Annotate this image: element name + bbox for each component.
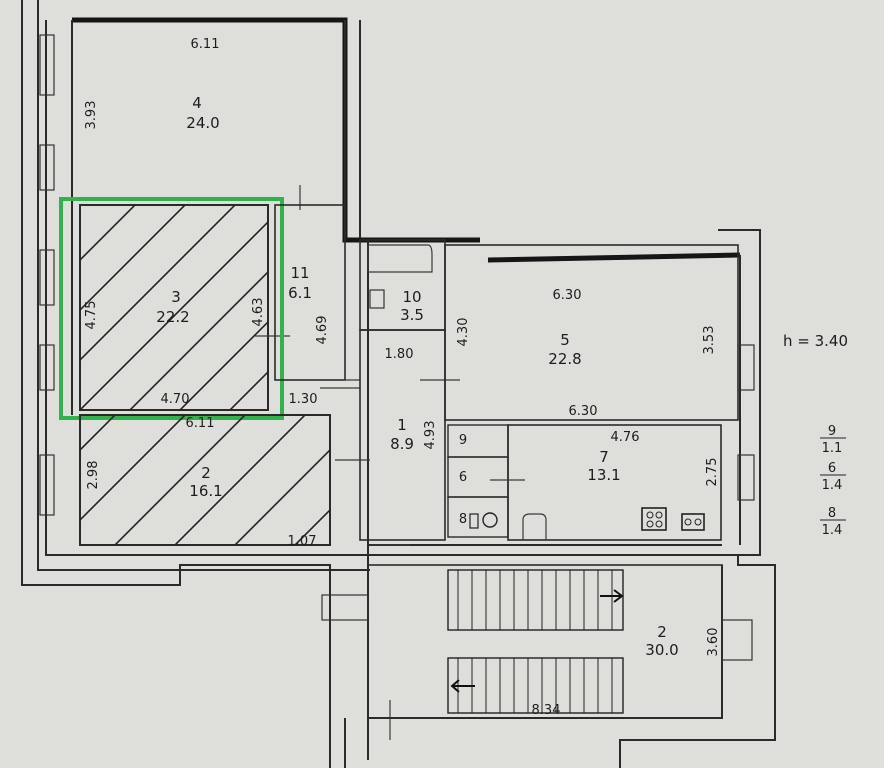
room-2: [79, 414, 331, 546]
room-4-number: 4: [192, 94, 202, 112]
toilet-icon: [482, 512, 498, 528]
dimension-labels: 6.11 3.93 4.75 4.63 4.70 6.11 2.98 1.07 …: [84, 37, 721, 718]
room-10-number: 10: [402, 288, 421, 306]
room-3-hatch: [80, 205, 268, 410]
room-7-area: 13.1: [587, 466, 620, 484]
dim-630-mid: 6.30: [569, 404, 598, 419]
room-3-number: 3: [171, 288, 181, 306]
stair-lower: [447, 657, 624, 714]
dim-611-mid: 6.11: [186, 416, 215, 431]
room-3-area: 22.2: [156, 308, 189, 326]
room-5-area: 22.8: [548, 350, 581, 368]
room-6-number: 6: [459, 470, 467, 485]
stairwell: [321, 564, 753, 740]
left-windows: [39, 34, 55, 516]
room-3: [79, 204, 290, 411]
dim-130: 1.30: [289, 392, 318, 407]
room-1-number: 1: [397, 416, 407, 434]
room-4: [299, 185, 301, 210]
legend-8-num: 8: [828, 506, 836, 521]
stair-room-area: 30.0: [645, 641, 678, 659]
dim-298: 2.98: [86, 461, 101, 490]
dim-611-top: 6.11: [191, 37, 220, 52]
legend-9-num: 9: [828, 424, 836, 439]
room-labels: 4 24.0 3 22.2 2 16.1 11 6.1 10 3.5 1 8.9…: [156, 94, 678, 659]
dim-180: 1.80: [385, 347, 414, 362]
room-1-area: 8.9: [390, 435, 414, 453]
stove-icon: [641, 507, 667, 531]
dim-360: 3.60: [706, 628, 721, 657]
room-4-area: 24.0: [186, 114, 219, 132]
cooktop-icon: [681, 513, 705, 531]
dim-275: 2.75: [705, 458, 720, 487]
dim-469: 4.69: [315, 316, 330, 345]
room-11: [274, 204, 360, 389]
legend-8-val: 1.4: [822, 523, 843, 538]
room-10-area: 3.5: [400, 306, 424, 324]
height-note: h = 3.40: [783, 332, 848, 350]
dim-463: 4.63: [251, 298, 266, 327]
room-2-area: 16.1: [189, 482, 222, 500]
dim-107: 1.07: [288, 534, 317, 549]
room-11-number: 11: [290, 264, 309, 282]
stair-upper: [447, 569, 624, 631]
dim-834: 8.34: [532, 703, 561, 718]
room-9-number: 9: [459, 433, 467, 448]
room-7-number: 7: [599, 448, 609, 466]
room-2-number: 2: [201, 464, 211, 482]
dim-393: 3.93: [84, 101, 99, 130]
dim-430: 4.30: [456, 318, 471, 347]
selection-highlight: [59, 197, 284, 420]
dim-353: 3.53: [702, 326, 717, 355]
room-5-number: 5: [560, 331, 570, 349]
legend-6-num: 6: [828, 461, 836, 476]
legend: 9 1.1 6 1.4 8 1.4: [820, 424, 846, 538]
room-1: [335, 329, 460, 546]
small-rooms: [447, 424, 525, 538]
dim-475: 4.75: [84, 301, 99, 330]
room-8-number: 8: [459, 512, 467, 527]
sink-icon: [522, 513, 547, 540]
stair-room-number: 2: [657, 623, 667, 641]
dim-630-top: 6.30: [553, 288, 582, 303]
legend-9-val: 1.1: [822, 441, 843, 456]
dim-470: 4.70: [161, 392, 190, 407]
room-11-area: 6.1: [288, 284, 312, 302]
room-5: [444, 244, 755, 421]
dim-476: 4.76: [611, 430, 640, 445]
dim-493: 4.93: [423, 421, 438, 450]
legend-6-val: 1.4: [822, 478, 843, 493]
room-2-hatch: [80, 415, 330, 545]
